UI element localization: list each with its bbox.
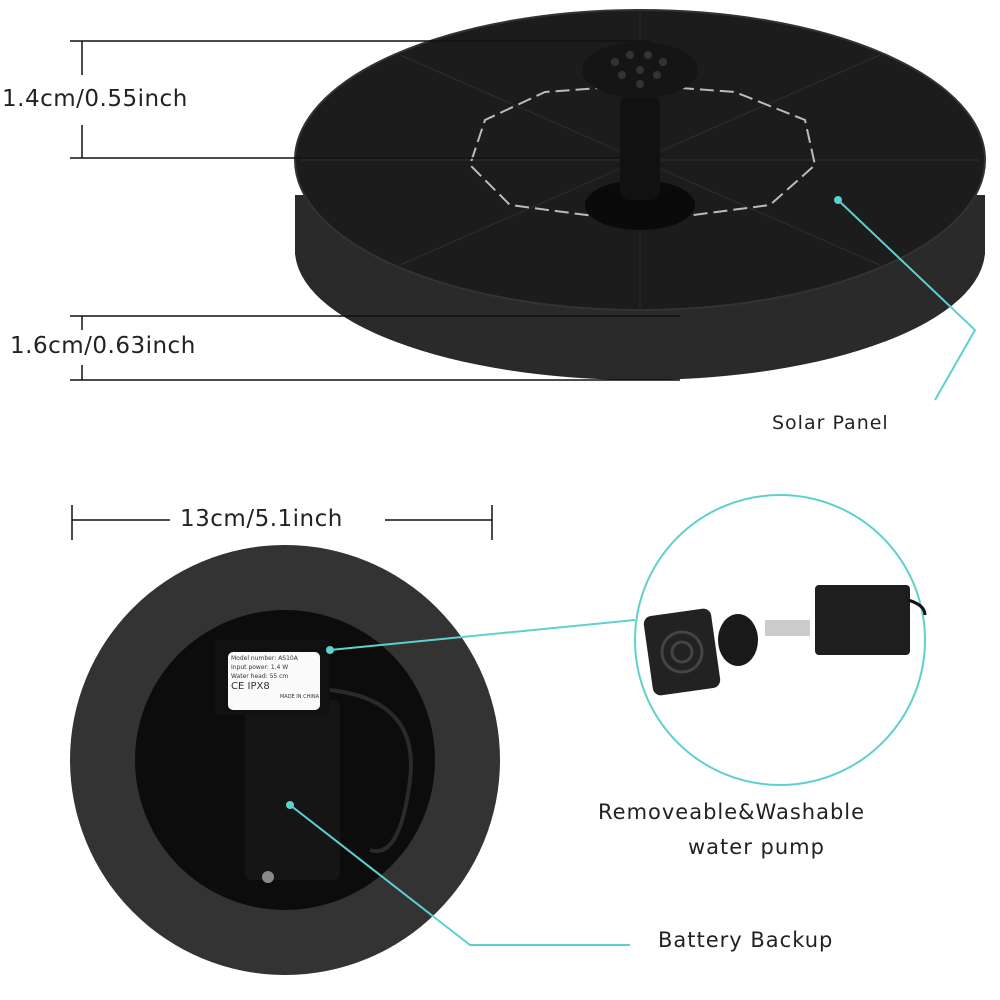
model-label: Model number: bbox=[231, 655, 277, 662]
ce-mark: CE bbox=[231, 681, 245, 692]
ip-rating: IPX8 bbox=[247, 681, 270, 692]
power-label: Input power: bbox=[231, 664, 269, 671]
nozzle-stem bbox=[620, 95, 660, 200]
origin-text: MADE IN CHINA bbox=[279, 694, 319, 700]
model-value: AS10A bbox=[278, 655, 298, 662]
top-height-label: 1.4cm/0.55inch bbox=[2, 86, 188, 112]
label-plate: Model number: AS10A Input power: 1.4 W W… bbox=[231, 654, 319, 702]
base-height-label: 1.6cm/0.63inch bbox=[10, 333, 196, 359]
power-value: 1.4 W bbox=[270, 664, 289, 671]
head-value: 55 cm bbox=[269, 673, 289, 680]
head-label: Water head: bbox=[231, 673, 268, 680]
pump-zoom-circle bbox=[634, 494, 926, 786]
battery-label: Battery Backup bbox=[658, 928, 834, 952]
pump-label-line1: Removeable&Washable bbox=[598, 800, 866, 824]
diameter-label: 13cm/5.1inch bbox=[180, 506, 343, 532]
pump-label-line2: water pump bbox=[688, 835, 825, 859]
label-plate-bg bbox=[228, 652, 320, 710]
solar-panel-label: Solar Panel bbox=[772, 412, 889, 434]
battery-box bbox=[245, 700, 340, 880]
